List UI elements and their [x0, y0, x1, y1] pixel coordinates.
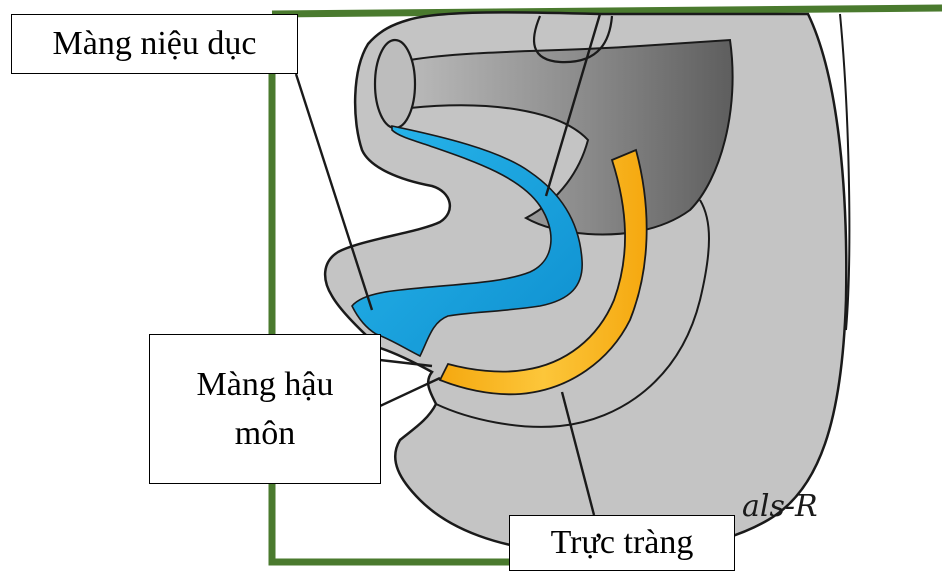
label-urogenital-membrane-text: Màng niệu dục	[53, 25, 257, 63]
label-urogenital-membrane: Màng niệu dục	[11, 14, 298, 74]
label-anal-membrane: Màng hậu môn	[149, 334, 381, 484]
tube-opening	[375, 40, 415, 128]
label-rectum-text: Trực tràng	[551, 524, 694, 562]
label-rectum: Trực tràng	[509, 515, 735, 571]
label-anal-membrane-line2: môn	[235, 409, 295, 458]
artist-signature: als-R	[742, 489, 818, 524]
label-anal-membrane-line1: Màng hậu	[197, 360, 334, 409]
